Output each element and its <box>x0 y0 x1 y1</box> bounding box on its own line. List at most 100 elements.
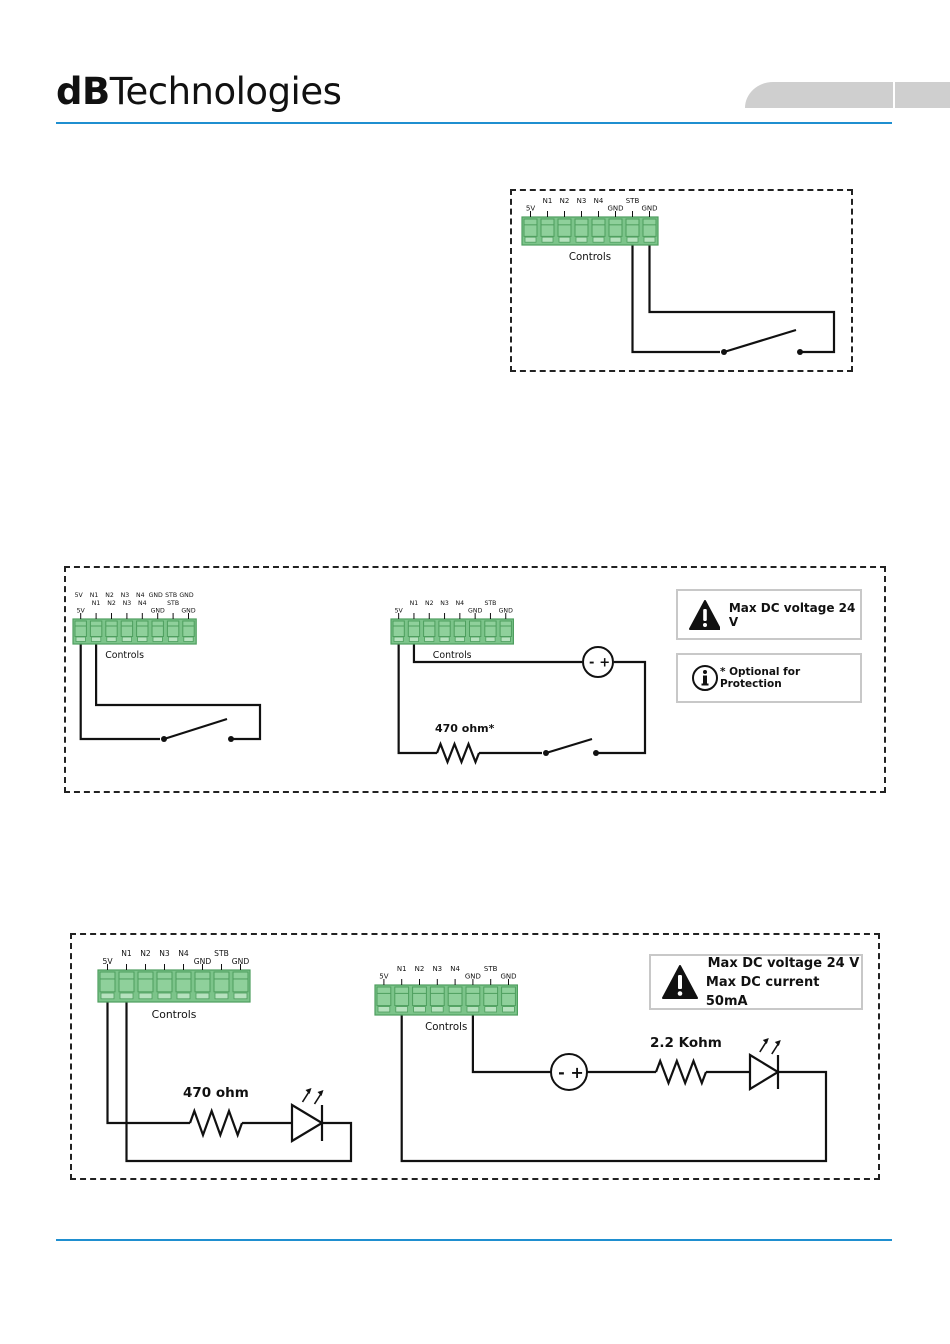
brand-logo: dBTechnologies <box>56 70 342 114</box>
terminal-foot <box>502 1006 515 1013</box>
resistor-icon <box>188 1107 244 1139</box>
terminal-foot <box>393 636 404 642</box>
source-plus: + <box>570 1063 583 1082</box>
connector-caption: Controls <box>105 650 144 661</box>
terminal-foot <box>195 992 210 1000</box>
terminal-screw <box>175 971 192 993</box>
wire <box>106 1002 190 1125</box>
resistor-label-470: 470 ohm <box>183 1085 249 1101</box>
terminal-label: STB <box>214 949 229 958</box>
terminal-foot <box>121 636 132 642</box>
max-voltage-text: Max DC voltage 24 V <box>707 955 860 971</box>
footer-rule <box>56 1239 892 1241</box>
connector-caption: Controls <box>425 1022 467 1033</box>
terminal-foot <box>541 236 554 243</box>
led-ray <box>301 1090 311 1103</box>
resistor-icon <box>435 740 481 766</box>
terminal-label: GND <box>500 973 516 981</box>
terminal-screw <box>376 986 392 1007</box>
terminal-foot <box>377 1006 391 1013</box>
led-ray <box>771 1042 780 1055</box>
terminal-label: N3 <box>577 197 587 205</box>
led-ray-head <box>762 1038 769 1044</box>
terminal-foot <box>558 236 571 243</box>
terminal-label: N3 <box>432 965 442 973</box>
terminal-label-duplicate: N4 <box>136 592 145 599</box>
switch-blade <box>545 737 593 755</box>
terminal-foot <box>439 636 450 642</box>
terminal-screw <box>105 620 118 637</box>
switch-icon <box>161 717 234 742</box>
switch-contact <box>593 750 599 756</box>
led-ray <box>313 1092 323 1105</box>
resistor-zigzag <box>188 1107 244 1139</box>
terminal-screw <box>484 620 497 637</box>
terminal-label: STB <box>484 965 498 973</box>
led-ray-head <box>305 1088 312 1094</box>
terminal-label: GND <box>151 608 165 615</box>
max-voltage-text: Max DC voltage 24 V <box>728 600 856 629</box>
terminal-label: 5V <box>77 608 86 615</box>
terminal-label: N2 <box>425 600 434 607</box>
terminal-label-duplicate: STB <box>165 592 177 599</box>
terminal-foot <box>413 1006 426 1013</box>
header-rule <box>56 122 892 124</box>
terminal-screw <box>166 620 180 637</box>
terminal-foot <box>485 636 496 642</box>
resistor-label-470-optional: 470 ohm* <box>435 722 495 735</box>
switch-blade <box>163 717 228 741</box>
terminal-screw <box>118 971 135 993</box>
terminal-foot <box>233 992 248 1000</box>
switch-blade <box>723 328 797 354</box>
terminal-screw <box>89 620 103 637</box>
terminal-screw <box>465 986 481 1007</box>
switch-contact <box>228 736 234 742</box>
terminal-label: N3 <box>440 600 449 607</box>
terminal-screw <box>501 986 516 1007</box>
terminal-foot <box>214 992 229 1000</box>
terminal-screw <box>137 971 154 993</box>
terminal-foot <box>454 636 465 642</box>
terminal-label: N1 <box>543 197 553 205</box>
terminal-foot <box>592 236 605 243</box>
connector-caption: Controls <box>569 252 611 263</box>
wire <box>397 644 437 755</box>
terminal-label: N4 <box>178 949 189 958</box>
terminal-screw <box>447 986 463 1007</box>
terminal-label: N2 <box>140 949 151 958</box>
info-circle-icon <box>692 665 718 691</box>
brand-logo-text: Technologies <box>109 70 342 113</box>
wire <box>94 644 262 741</box>
terminal-foot <box>408 636 419 642</box>
terminal-screw <box>429 986 445 1007</box>
terminal-label: GND <box>232 957 250 966</box>
resistor-zigzag <box>435 740 481 766</box>
terminal-label: N2 <box>560 197 570 205</box>
terminal-label: GND <box>194 957 212 966</box>
note-max-voltage-1: Max DC voltage 24 V <box>676 589 862 640</box>
terminal-screw <box>608 218 623 237</box>
warning-triangle-icon <box>662 965 698 999</box>
dc-source-icon: -+ <box>550 1053 588 1091</box>
terminal-label-duplicate: N2 <box>105 592 114 599</box>
terminal-label: STB <box>626 197 640 205</box>
terminal-label: N2 <box>415 965 425 973</box>
terminal-screw <box>120 620 134 637</box>
terminal-label-duplicate: N3 <box>121 592 130 599</box>
page-tab <box>745 82 950 108</box>
source-minus: - <box>558 1063 565 1082</box>
terminal-label: N4 <box>594 197 604 205</box>
terminal-foot <box>643 236 656 243</box>
terminal-screw <box>642 218 657 237</box>
terminal-label: N1 <box>397 965 407 973</box>
terminal-label: N1 <box>121 949 132 958</box>
terminal-label: STB <box>167 600 179 607</box>
terminal-label: N3 <box>123 600 132 607</box>
terminal-screw <box>574 218 589 237</box>
terminal-screw <box>232 971 249 993</box>
terminal-foot <box>626 236 639 243</box>
resistor-zigzag <box>654 1057 708 1087</box>
panel-led-indicator <box>70 933 880 1180</box>
